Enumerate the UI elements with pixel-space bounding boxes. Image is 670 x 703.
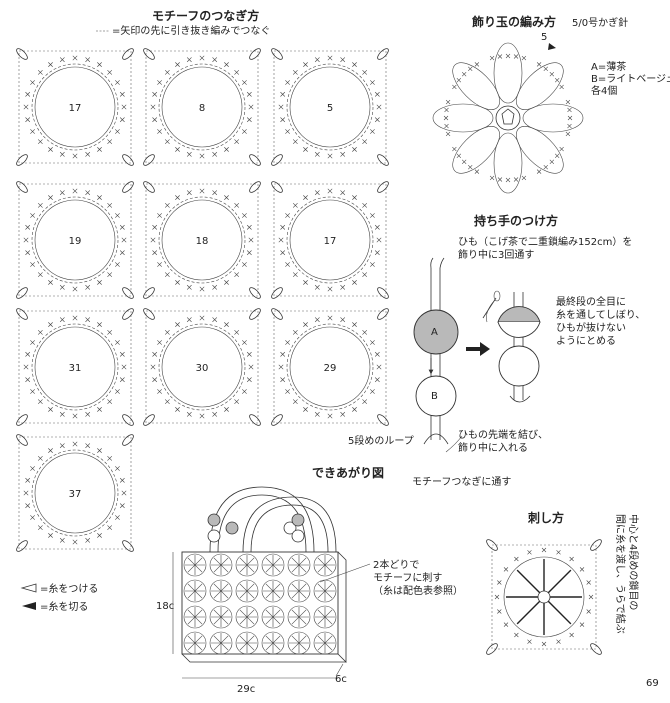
note-leader-line [319, 563, 371, 583]
handle-note-right-2: 糸を通してしぼり、 [556, 309, 645, 321]
handle-tied-diagram [482, 290, 541, 403]
handle-note-top-2: 飾り中に3回通す [458, 248, 534, 261]
motif: 31 [16, 308, 134, 426]
bead-step-label: 5 [541, 32, 547, 43]
yarn-attach-text: =糸をつける [40, 583, 98, 595]
embroidery-diagram [486, 539, 602, 655]
motif-grid: 17 8 5 19 18 17 31 30 29 37 [16, 48, 389, 552]
motif-number: 19 [69, 236, 82, 247]
bead-a-ball [413, 309, 459, 355]
motif: 8 [143, 48, 261, 166]
handle-note-top-1: ひも（こげ茶で二重鎖編み152cm）を [458, 235, 632, 248]
handle-note-end-1: ひもの先端を結び、 [458, 428, 548, 441]
motif-number: 37 [69, 489, 82, 500]
handle-title: 持ち手のつけ方 [474, 213, 558, 228]
arrow-right-icon [466, 342, 490, 356]
bead-b-ball [415, 375, 457, 417]
bead-b-label: B [431, 391, 438, 402]
handle-note-right-4: ようにとめる [556, 335, 616, 347]
bead-count: 各4個 [591, 84, 617, 97]
motif-number: 29 [324, 363, 337, 374]
motif: 17 [271, 181, 389, 299]
finished-bag-illustration [181, 486, 347, 663]
motif-number: 17 [324, 236, 337, 247]
motif-number: 17 [69, 103, 82, 114]
yarn-attach-legend: =糸をつける [20, 583, 98, 595]
motif-number: 30 [196, 363, 209, 374]
motif: 5 [271, 48, 389, 166]
motif: 37 [16, 434, 134, 552]
finished-width-label: 29c [237, 684, 255, 695]
handle-loop-label: 5段めのループ [348, 434, 414, 447]
handle-note-bottom: モチーフつなぎに通す [412, 475, 511, 488]
motif: 29 [271, 308, 389, 426]
finished-title: できあがり図 [312, 465, 384, 480]
motif-number: 31 [69, 363, 82, 374]
yarn-cut-legend: =糸を切る [22, 601, 88, 613]
motif: 19 [16, 181, 134, 299]
bead-flower-diagram [432, 42, 584, 194]
motif: 17 [16, 48, 134, 166]
finished-note-2: モチーフに刺す [373, 572, 442, 584]
finished-note-3: （糸は配色表参照） [373, 584, 463, 597]
bead-cut-marker [548, 43, 556, 50]
handle-note-right-1: 最終段の全目に [556, 295, 626, 308]
yarn-cut-icon [22, 602, 36, 610]
yarn-cut-text: =糸を切る [40, 601, 88, 613]
finished-depth-label: 6c [335, 674, 347, 685]
bead-hook: 5/0号かぎ針 [572, 16, 628, 29]
handle-note-right-3: ひもが抜けない [556, 321, 626, 334]
bead-a-label: A [431, 327, 438, 338]
embroidery-note-2: 間に糸を渡し、うらで結ぶ [614, 514, 627, 634]
motif-number: 18 [196, 236, 209, 247]
finished-height-label: 18c [156, 601, 174, 612]
motif: 30 [143, 308, 261, 426]
yarn-attach-icon [20, 583, 37, 593]
finished-note-1: 2本どりで [373, 558, 419, 571]
embroidery-note-1: 中心と4段めの鎖目の [627, 514, 640, 610]
motif: 18 [143, 181, 261, 299]
embroidery-title: 刺し方 [527, 510, 564, 525]
handle-cord-diagram [413, 257, 463, 453]
handle-note-end-2: 飾り中に入れる [458, 441, 528, 454]
motif-number: 8 [199, 103, 205, 114]
bead-title: 飾り玉の編み方 [472, 14, 556, 29]
bead-color-b: B=ライトベージュ [591, 73, 670, 85]
motif-number: 5 [327, 103, 333, 114]
motif-join-title: モチーフのつなぎ方 [152, 8, 259, 23]
bead-color-a: A=薄茶 [591, 60, 626, 73]
motif-join-legend: =矢印の先に引き抜き編みでつなぐ [112, 24, 270, 37]
page-number: 69 [646, 678, 659, 689]
